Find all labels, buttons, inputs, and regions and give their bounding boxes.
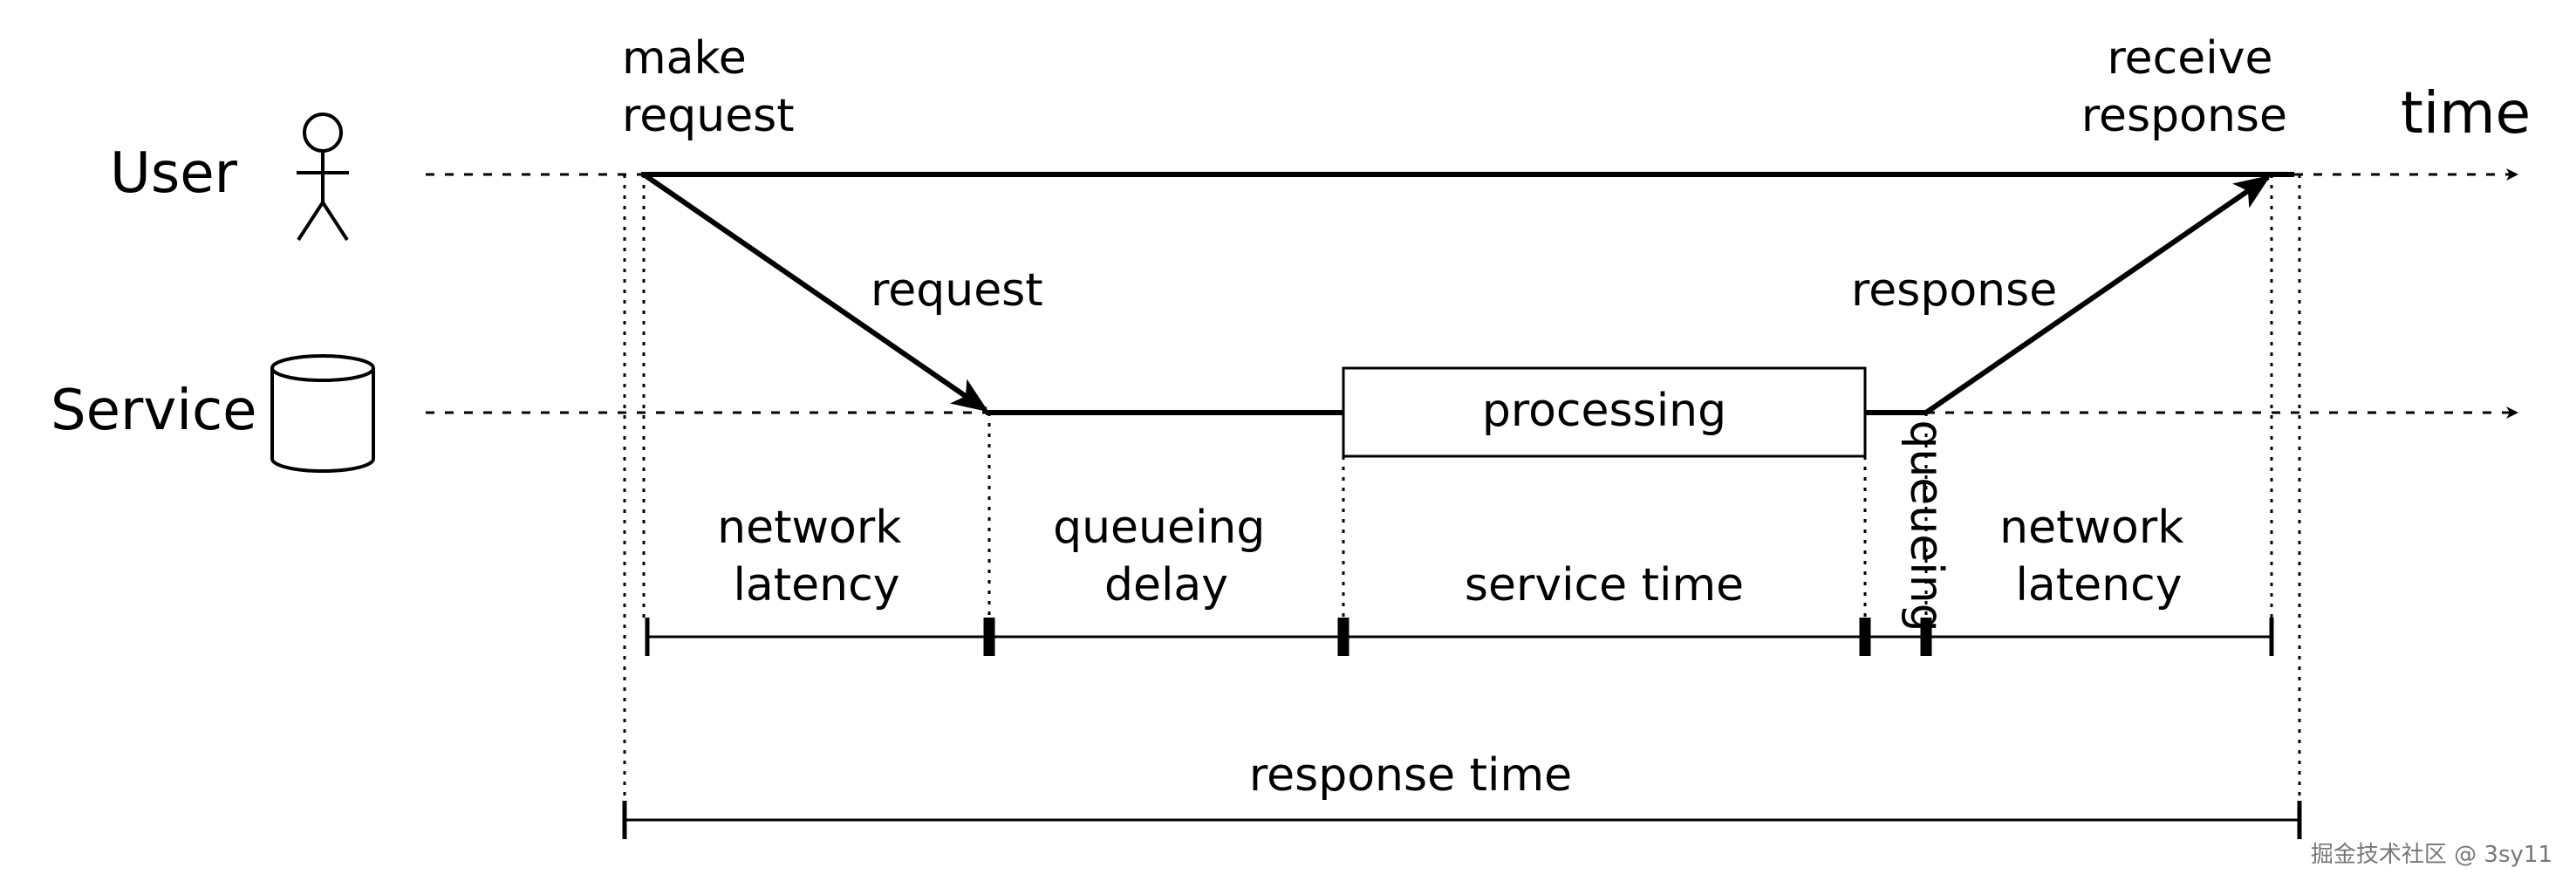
dotted-guides [623,174,2301,820]
processing-box [1342,366,1867,458]
service-database-icon [270,354,375,473]
service-time-label: service time [1465,559,1744,611]
user-label: User [110,141,238,206]
queueing-vertical-label: queueing [1900,420,1952,632]
queueing-delay-label: queueing delay [1053,502,1280,611]
network-latency-2-label: network latency [1999,502,2198,611]
network-latency-1-label: network latency [717,502,916,611]
user-stick-figure-icon [297,113,349,242]
receive-response-label: receive response [2081,32,2287,142]
response-arrow [1924,174,2272,415]
processing-label: processing [1482,385,1726,437]
request-arrow-label: request [871,264,1043,317]
response-time-bar [622,801,2302,839]
make-request-label: make request [622,32,795,142]
watermark: 掘金技术社区 @ 3sy11 [2311,842,2552,868]
time-axis-label: time [2401,79,2531,147]
request-arrow [642,172,989,413]
service-label: Service [51,379,257,443]
segment-bar [645,618,2274,656]
response-arrow-label: response [1851,264,2057,317]
response-time-label: response time [1249,749,1572,802]
